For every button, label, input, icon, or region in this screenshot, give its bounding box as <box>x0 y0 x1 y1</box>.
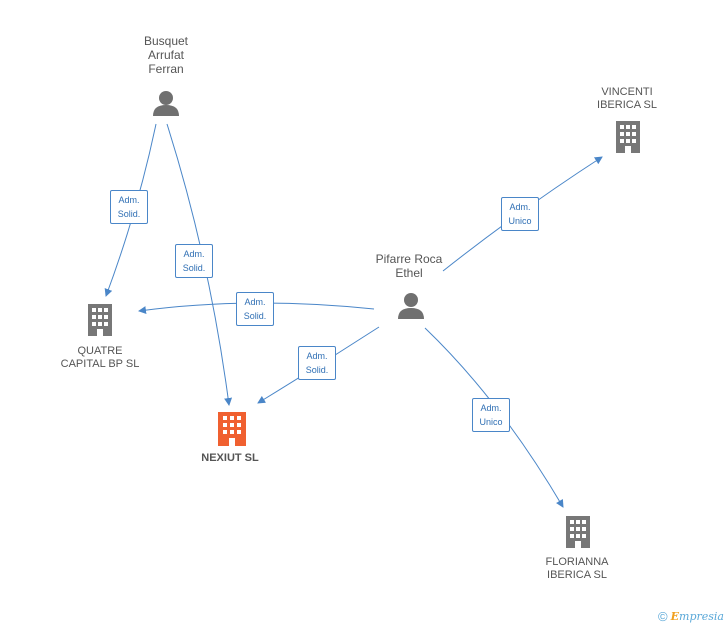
building-icon[interactable] <box>88 304 112 336</box>
edge-label-pifarre-vincenti: Adm. Unico <box>501 197 539 231</box>
node-label-vincenti[interactable]: VINCENTI IBERICA SL <box>597 86 657 111</box>
edge-label-busquet-quatre: Adm. Solid. <box>110 190 148 224</box>
edge-label-pifarre-nexiut: Adm. Solid. <box>298 346 336 380</box>
person-icon[interactable] <box>398 293 424 319</box>
node-label-busquet[interactable]: Busquet Arrufat Ferran <box>143 34 189 76</box>
node-label-quatre[interactable]: QUATRE CAPITAL BP SL <box>60 345 140 370</box>
brand-logo: Empresia <box>670 610 724 623</box>
node-label-nexiut[interactable]: NEXIUT SL <box>201 452 259 464</box>
building-icon[interactable] <box>218 412 246 446</box>
footer-brand: © Empresia <box>658 609 724 624</box>
building-icon[interactable] <box>566 516 590 548</box>
edge-label-pifarre-quatre: Adm. Solid. <box>236 292 274 326</box>
edge-label-pifarre-florianna: Adm. Unico <box>472 398 510 432</box>
building-icon[interactable] <box>616 121 640 153</box>
person-icon[interactable] <box>153 91 179 116</box>
edge-label-busquet-nexiut: Adm. Solid. <box>175 244 213 278</box>
node-label-florianna[interactable]: FLORIANNA IBERICA SL <box>545 556 609 581</box>
copyright-icon: © <box>658 609 668 624</box>
node-label-pifarre[interactable]: Pifarre Roca Ethel <box>375 252 443 280</box>
